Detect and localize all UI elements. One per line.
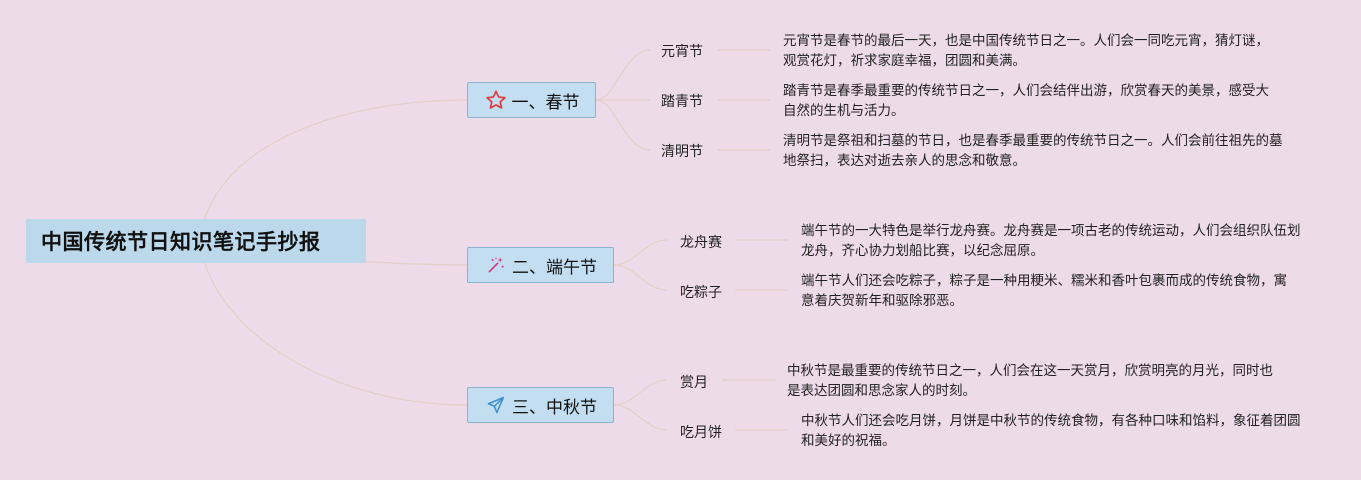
connector-root-midautumn (199, 240, 468, 406)
subnode-moon-viewing[interactable]: 赏月 (680, 375, 708, 391)
subnode-qingming-festival[interactable]: 清明节 (661, 144, 703, 160)
description-lantern-festival: 元宵节是春节的最后一天，也是中国传统节日之一。人们会一同吃元宵，猜灯谜，观赏花灯… (783, 33, 1269, 69)
connector-dragon-2 (613, 264, 668, 291)
description-eat-mooncake: 中秋节人们还会吃月饼，月饼是中秋节的传统食物，有各种口味和馅料，象征着团圆和美好… (801, 413, 1301, 449)
description-qingming-festival: 清明节是祭祖和扫墓的节日，也是春季最重要的传统节日之一。人们会前往祖先的墓地祭扫… (783, 133, 1283, 169)
description-outing-festival: 踏青节是春季最重要的传统节日之一，人们会结伴出游，欣赏春天的美景，感受大自然的生… (783, 83, 1269, 119)
connector-midautumn-2 (613, 404, 668, 431)
branch-dragon-boat-festival[interactable]: 二、端午节 (467, 247, 614, 283)
connector-spring-3 (595, 99, 651, 151)
subnode-eat-mooncake[interactable]: 吃月饼 (680, 425, 722, 441)
description-eat-zongzi: 端午节人们还会吃粽子，粽子是一种用粳米、糯米和香叶包裹而成的传统食物，寓意着庆贺… (801, 273, 1287, 309)
subnode-dragon-boat-race[interactable]: 龙舟赛 (680, 235, 722, 251)
star-icon (484, 88, 508, 112)
connector-root-spring (199, 99, 468, 242)
subnode-eat-zongzi[interactable]: 吃粽子 (680, 285, 722, 301)
paper-plane-icon (484, 393, 508, 417)
description-moon-viewing: 中秋节是最重要的传统节日之一，人们会在这一天赏月，欣赏明亮的月光，同时也是表达团… (787, 363, 1273, 399)
connector-midautumn-1 (613, 379, 668, 406)
branch-label: 三、中秋节 (512, 397, 597, 418)
connector-spring-1 (595, 49, 651, 101)
description-dragon-boat-race: 端午节的一大特色是举行龙舟赛。龙舟赛是一项古老的传统运动，人们会组织队伍划龙舟，… (801, 223, 1301, 259)
branch-mid-autumn-festival[interactable]: 三、中秋节 (467, 387, 614, 423)
connector-dragon-1 (613, 239, 668, 266)
subnode-lantern-festival[interactable]: 元宵节 (661, 44, 703, 60)
subnode-outing-festival[interactable]: 踏青节 (661, 94, 703, 110)
branch-spring-festival[interactable]: 一、春节 (467, 82, 596, 118)
magic-wand-icon (484, 253, 508, 277)
root-node[interactable]: 中国传统节日知识笔记手抄报 (26, 219, 366, 263)
branch-label: 一、春节 (511, 92, 580, 113)
branch-label: 二、端午节 (512, 257, 597, 278)
root-title: 中国传统节日知识笔记手抄报 (41, 230, 321, 254)
